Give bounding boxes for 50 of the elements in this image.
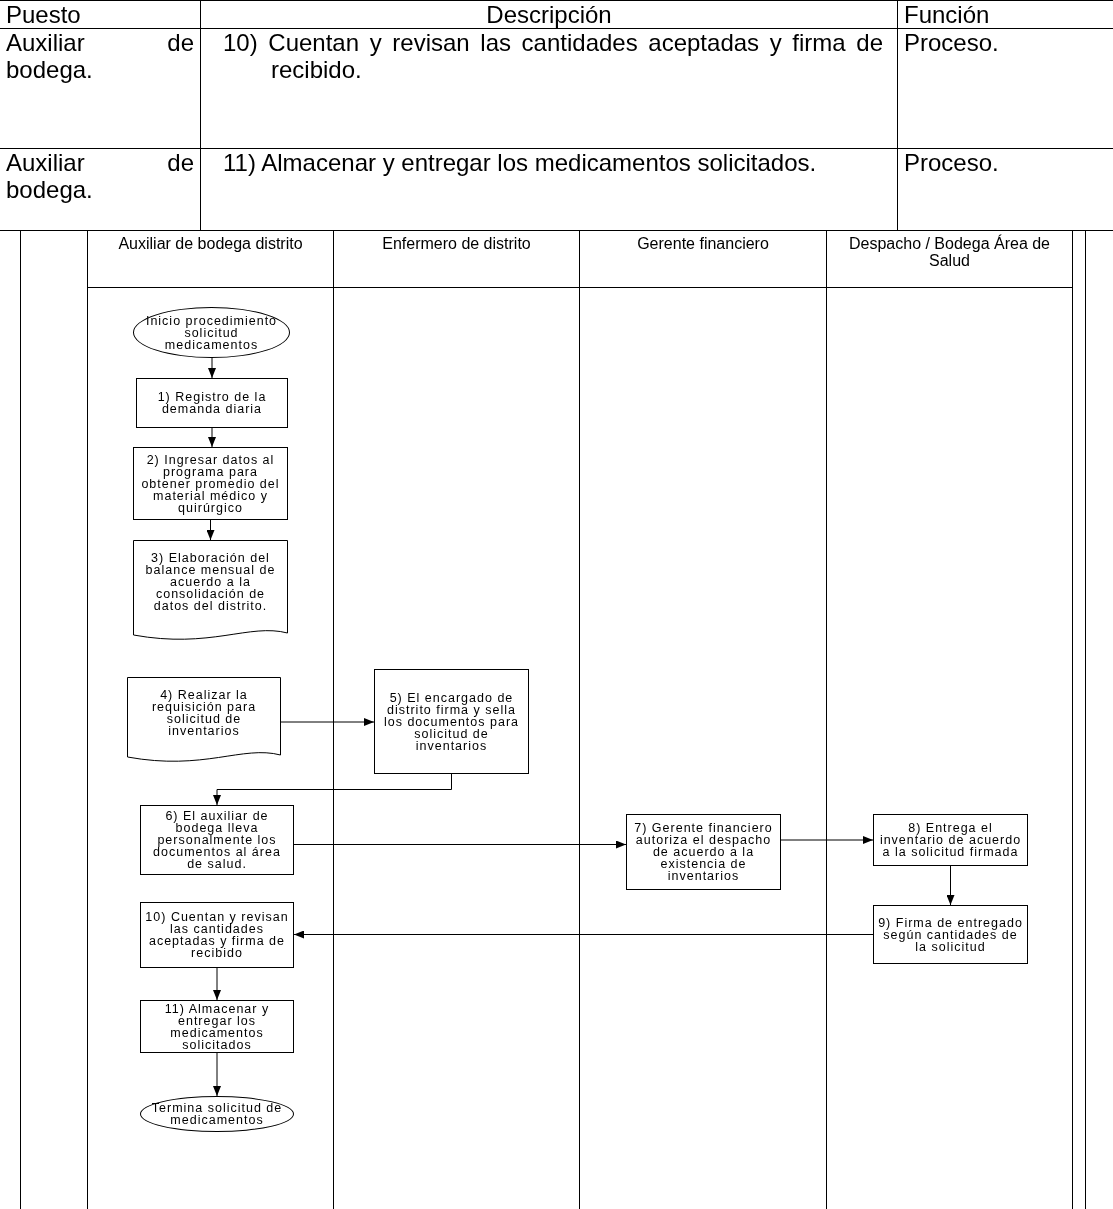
swimlane [827,230,1073,1209]
process-box [140,902,294,968]
step-text: 1) Registro de la demanda diaria [156,391,268,415]
step-text: 4) Realizar la requisición para solicitud de inventarios [150,689,258,737]
process-box [626,814,781,890]
process-box [873,905,1028,964]
table-cell: Proceso. [897,149,1113,231]
step-text: 8) Entrega el inventario de acuerdo a la solicitud firmada [878,822,1023,858]
step-text: 2) Ingresar datos al programa para obtener promedio del material médico y quirúrgico [140,453,281,514]
swimlane [88,230,334,1209]
process-box [873,814,1028,866]
table-cell: 10) Cuentan y revisan las cantidades aceptadas y firma de recibido. [200,29,897,149]
step-text: 11) Almacenar y entregar los medicamentos solicitados [163,1002,271,1051]
table-cell: Proceso. [897,29,1113,149]
step-text: 10) Cuentan y revisan las cantidades aceptadas y firma de recibido [145,911,289,959]
swimlane [334,230,580,1209]
arrow [213,1052,221,1097]
step-text: 5) El encargado de distrito firma y sella los documentos para solicitud de inventarios [382,691,520,752]
arrow [780,836,874,844]
step-text: 7) Gerente financiero autoriza el despacho de acuerdo a la existencia de inventarios [633,822,774,882]
arrow [280,718,375,726]
process-box [374,669,529,774]
arrow [293,930,874,939]
arrow [213,967,221,1001]
lane-header: Enfermero de distrito [334,230,579,288]
step-text: 9) Firma de entregado según cantidades de la solicitud [878,916,1023,953]
table-cell: Auxiliar de bodega. [0,29,200,149]
table-cell: Función [897,1,1113,29]
process-box [140,1000,294,1053]
lane-header: Auxiliar de bodega distrito [88,230,333,288]
arrow [208,427,216,448]
process-box [140,805,294,875]
step-text: 3) Elaboración del balance mensual de acuerdo a la consolidación de datos del distrito. [144,552,277,612]
arrow [208,357,216,379]
arrow [293,840,627,849]
table-cell: Puesto [0,1,200,29]
lane-header: Despacho / Bodega Área de Salud [827,230,1072,288]
arrow [946,865,955,906]
swimlane [580,230,827,1209]
table-cell: 11) Almacenar y entregar los medicamentos solicitados. [200,149,897,231]
table-cell: Auxiliar de bodega. [0,149,200,231]
step-text: 6) El auxiliar de bodega lleva personalmente los documentos al área de salud. [152,810,282,870]
table-cell: Descripción [200,1,897,29]
lane-header: Gerente financiero [580,230,826,288]
step-text: Termina solicitud de medicamentos [150,1102,284,1126]
process-box [133,447,288,520]
process-box [136,378,288,428]
arrow [213,773,452,806]
arrow [206,519,215,541]
step-text: Inicio procedimiento solicitud medicamentos [144,314,279,351]
